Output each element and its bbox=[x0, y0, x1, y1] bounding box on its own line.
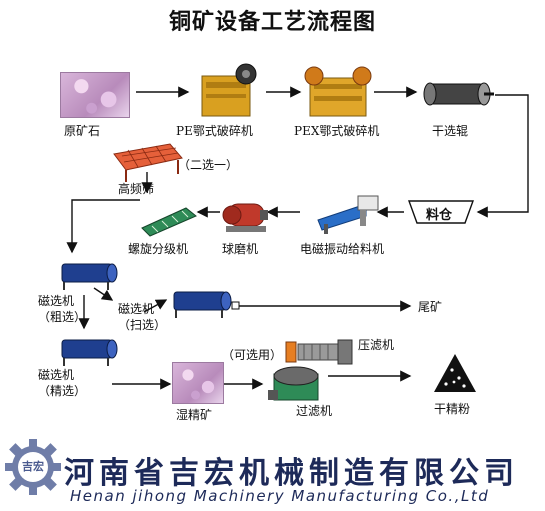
ball-mill-label: 球磨机 bbox=[222, 242, 259, 256]
optional-note: （可选用） bbox=[222, 348, 283, 362]
mag-rough-label: 磁选机 bbox=[38, 294, 75, 308]
arrow-rough-to-scav bbox=[93, 287, 114, 301]
mag-rough-sub: （粗选） bbox=[38, 310, 87, 324]
feeder-icon bbox=[317, 195, 379, 234]
raw-ore-image bbox=[60, 72, 130, 118]
arrow-scav-up bbox=[143, 299, 168, 313]
pex-crusher-label: PEX鄂式破碎机 bbox=[294, 124, 380, 138]
pex-crusher-icon bbox=[304, 66, 372, 117]
company-name-cn: 河南省吉宏机械制造有限公司 bbox=[64, 456, 519, 491]
diagram-title: 铜矿设备工艺流程图 bbox=[168, 9, 376, 35]
mag-scav-sub: （扫选） bbox=[118, 318, 167, 332]
screen-label: 高频筛 bbox=[118, 182, 155, 196]
arrow-classifier-to-rough bbox=[66, 199, 140, 254]
filter-press-label: 压滤机 bbox=[358, 338, 395, 352]
company-logo bbox=[5, 439, 61, 495]
stockpile-box: 料仓 bbox=[408, 200, 474, 224]
screen-note: （二选一） bbox=[178, 158, 239, 172]
filter-label: 过滤机 bbox=[296, 404, 333, 418]
raw-ore-label: 原矿石 bbox=[64, 124, 101, 138]
filter-press-icon bbox=[285, 339, 353, 365]
arrow-roller-to-bin bbox=[476, 94, 529, 218]
company-name-en: Henan jihong Machinery Manufacturing Co.… bbox=[70, 487, 490, 505]
mag-scav-label: 磁选机 bbox=[118, 302, 155, 316]
wet-concentrate-image bbox=[172, 362, 224, 404]
pe-crusher-label: PE鄂式破碎机 bbox=[176, 124, 253, 138]
classifier-label: 螺旋分级机 bbox=[128, 242, 189, 256]
dry-conc-label: 干精粉 bbox=[434, 402, 471, 416]
wet-conc-label: 湿精矿 bbox=[176, 408, 213, 422]
mag-fine-label: 磁选机 bbox=[38, 368, 75, 382]
dry-concentrate-pile-icon bbox=[434, 354, 476, 392]
magnetic-separator-cleaning-icon bbox=[61, 339, 118, 366]
tailings-label: 尾矿 bbox=[418, 300, 443, 314]
high-frequency-screen-icon bbox=[113, 143, 183, 182]
mag-fine-sub: （精选） bbox=[38, 384, 87, 398]
logo-text: 吉宏 bbox=[22, 460, 44, 473]
pe-crusher-icon bbox=[201, 63, 257, 117]
magnetic-separator-scavenging-icon bbox=[173, 291, 232, 318]
feeder-label: 电磁振动给料机 bbox=[300, 242, 385, 256]
tailings-junction bbox=[231, 301, 240, 310]
spiral-classifier-icon bbox=[141, 207, 197, 237]
dry-roller-label: 干选辊 bbox=[432, 124, 469, 138]
stockpile-label: 料仓 bbox=[426, 208, 453, 223]
filter-machine-icon bbox=[268, 366, 319, 401]
dry-roller-icon bbox=[423, 82, 494, 106]
ball-mill-icon bbox=[222, 203, 268, 232]
magnetic-separator-rough-icon bbox=[61, 263, 118, 290]
